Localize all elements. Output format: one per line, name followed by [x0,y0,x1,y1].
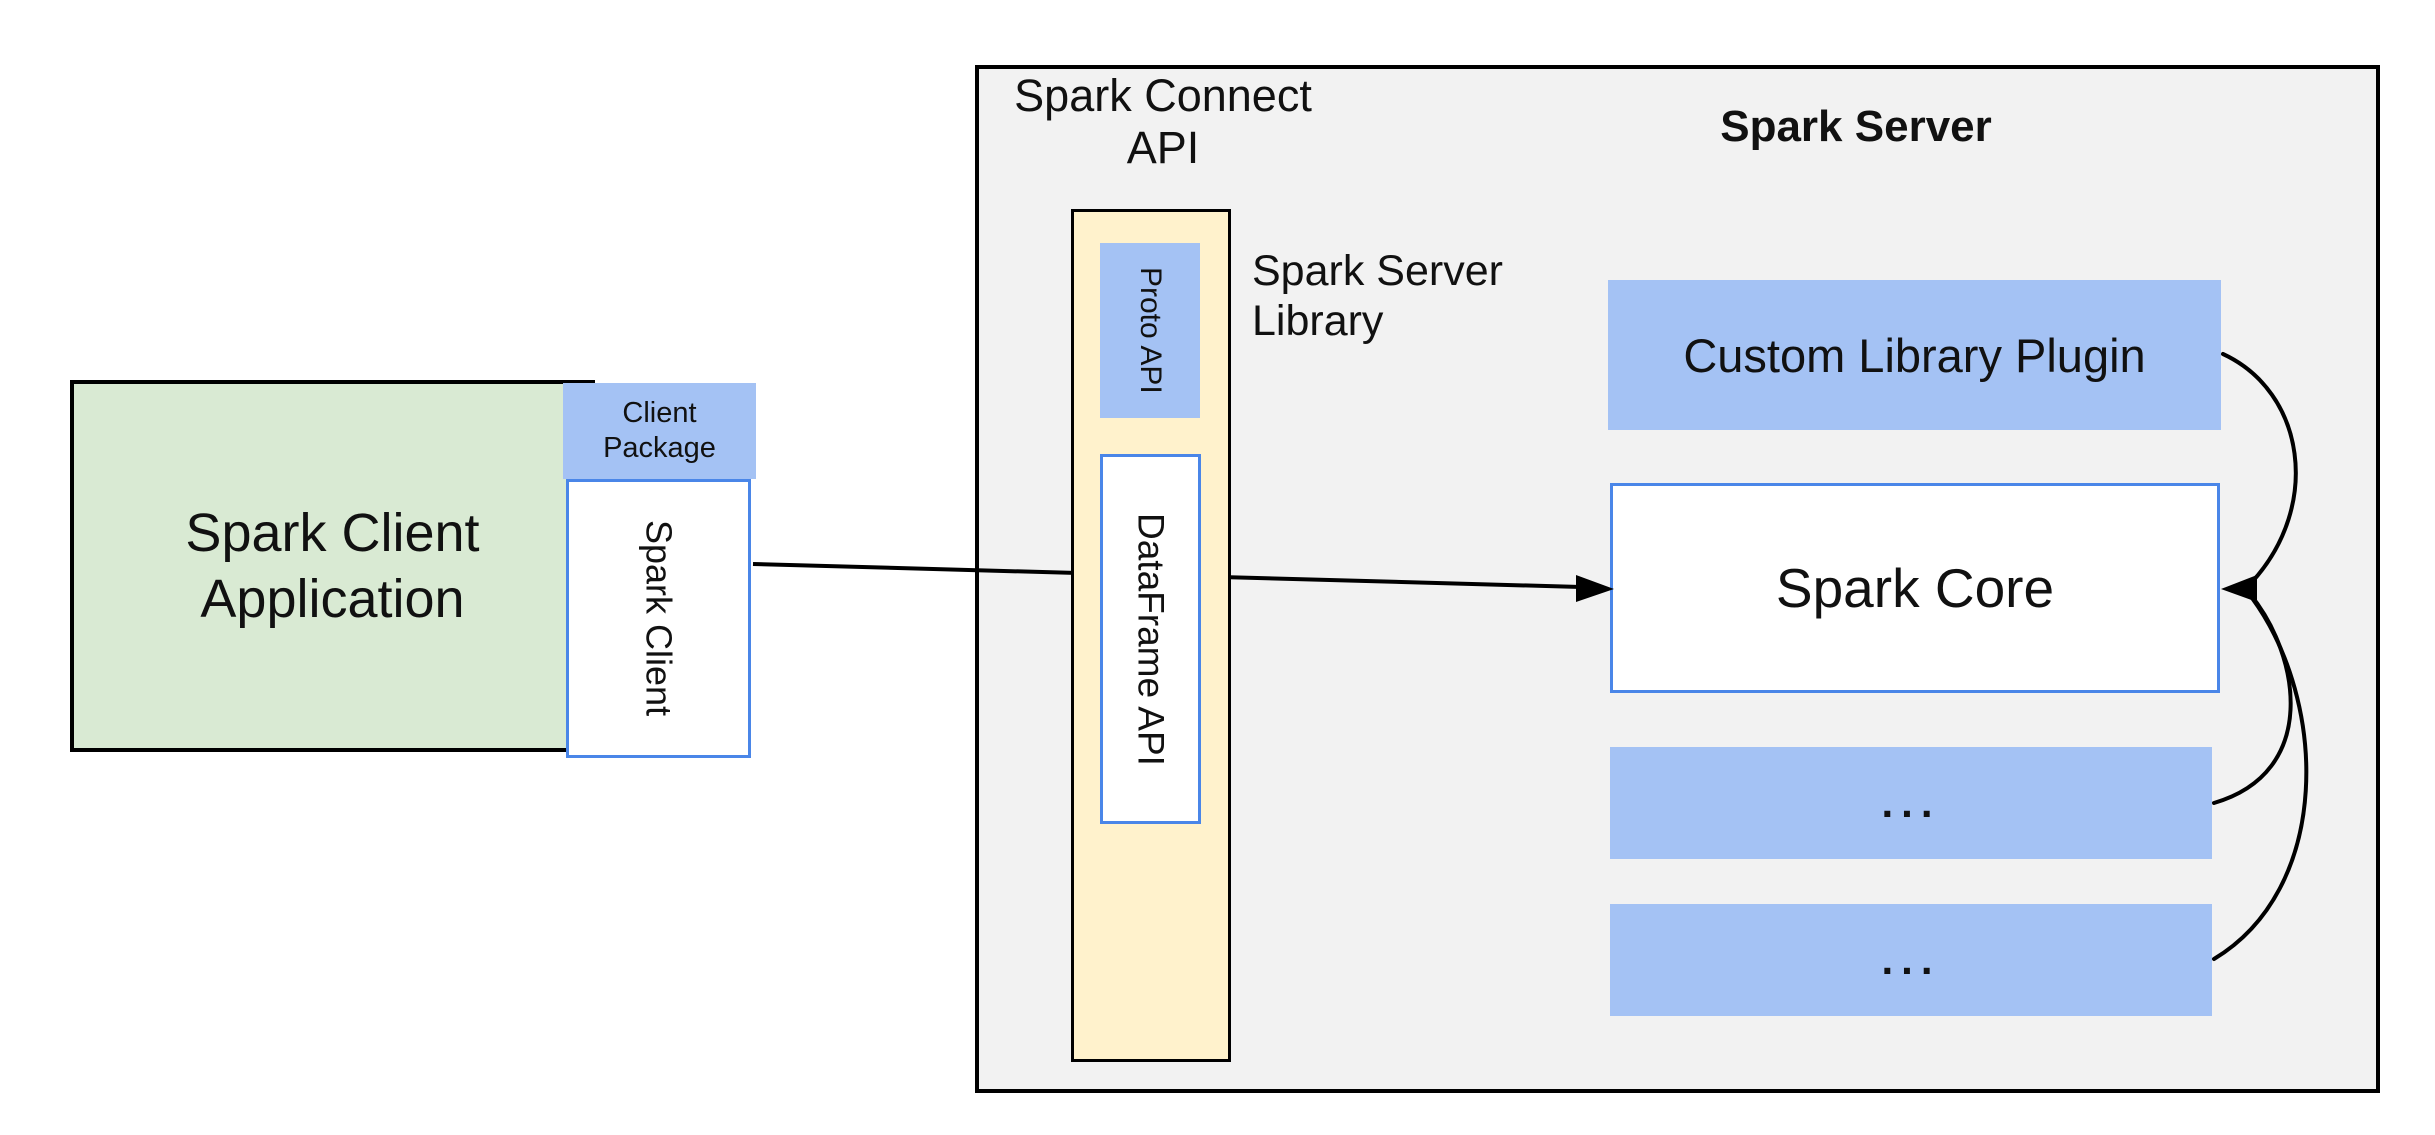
spark-server-library-line1: Spark Server [1252,247,1503,295]
ellipsis-label-1: ... [1881,779,1941,826]
spark-connect-api-line1: Spark Connect [1014,70,1312,121]
custom-library-plugin-box: Custom Library Plugin [1608,280,2221,430]
spark-connect-api-label: Spark Connect API [963,70,1363,174]
client-package-line2: Package [603,432,716,464]
proto-api-label: Proto API [1134,267,1167,394]
client-package-label: Client Package [603,396,716,466]
plugin-placeholder-box-1: ... [1610,747,2212,859]
proto-api-box: Proto API [1100,243,1200,418]
spark-connect-api-line2: API [1126,122,1200,173]
dataframe-api-label: DataFrame API [1130,512,1172,766]
spark-core-box: Spark Core [1610,483,2220,693]
spark-client-application-line1: Spark Client [185,503,480,563]
spark-client-application-line2: Application [200,569,465,629]
client-package-line1: Client [622,397,697,429]
spark-client-box: Spark Client [566,479,751,758]
spark-server-title: Spark Server [1720,102,1992,151]
spark-client-application-box: Spark Client Application [70,380,595,752]
dataframe-api-box: DataFrame API [1100,454,1201,824]
spark-server-library-label: Spark Server Library [1252,246,1652,346]
ellipsis-label-2: ... [1881,936,1941,983]
plugin-placeholder-box-2: ... [1610,904,2212,1016]
spark-core-label: Spark Core [1775,557,2055,619]
client-package-box: Client Package [563,383,756,479]
custom-library-plugin-label: Custom Library Plugin [1683,328,2146,382]
spark-client-application-label: Spark Client Application [185,500,479,632]
spark-server-library-line2: Library [1252,297,1384,345]
spark-client-label: Spark Client [638,520,680,717]
